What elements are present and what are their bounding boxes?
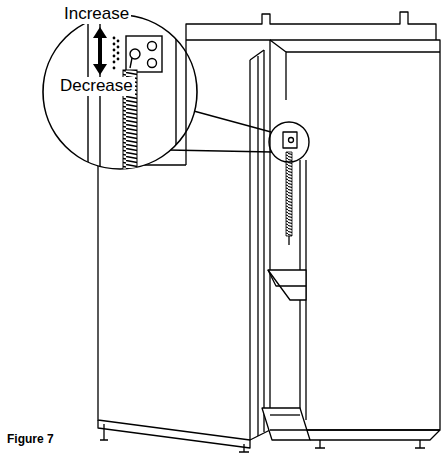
magnified-view (88, 0, 200, 200)
adjust-arrow (93, 27, 107, 75)
decrease-label: Decrease (58, 77, 135, 96)
increase-label: Increase (62, 5, 131, 24)
figure-caption: Figure 7 (5, 433, 56, 446)
